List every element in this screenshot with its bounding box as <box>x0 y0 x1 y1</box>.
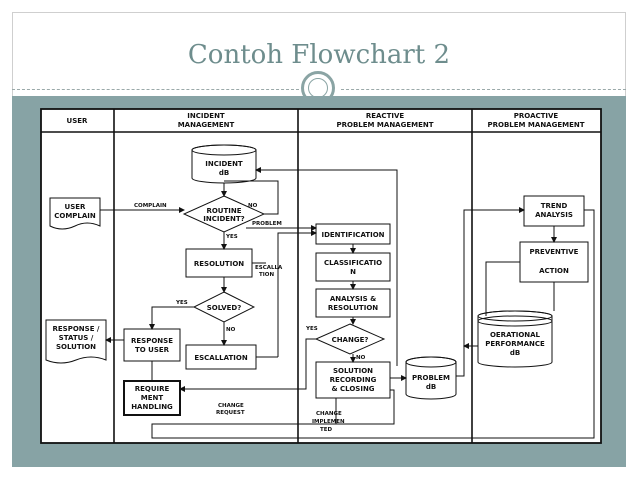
node-routine-line1: ROUTINE <box>206 207 241 215</box>
node-solution-line1: SOLUTION <box>333 367 373 375</box>
title-rule-right <box>341 89 626 90</box>
node-trend-line1: TREND <box>541 202 568 210</box>
node-classification-line1: CLASSIFICATIO <box>324 259 382 267</box>
node-classification-line2: N <box>350 268 356 276</box>
node-resolution: RESOLUTION <box>194 260 244 268</box>
change-shape <box>314 323 386 355</box>
lane-proactive-line1: PROACTIVE <box>514 112 559 120</box>
edge-change-impl-line2: IMPLEMEN <box>312 419 345 425</box>
node-change: CHANGE? <box>332 336 369 344</box>
node-preventive-line1: PREVENTIVE <box>530 248 579 256</box>
response-status-shape <box>45 319 107 364</box>
lane-proactive-line2: PROBLEM MANAGEMENT <box>487 121 584 129</box>
node-incident-db-line1: INCIDENT <box>205 160 243 168</box>
diagram-outer-frame <box>40 108 602 444</box>
edge-change-request-line1: CHANGE <box>218 403 244 409</box>
edge-change-impl-line1: CHANGE <box>316 411 342 417</box>
node-problem-db-line2: dB <box>426 383 436 391</box>
lane-incident-line1: INCIDENT <box>187 112 225 120</box>
edge-yes-change: YES <box>305 326 318 332</box>
edge-no-routine: NO <box>248 203 258 209</box>
edge-no-solved: NO <box>226 327 236 333</box>
node-routine-line2: INCIDENT? <box>203 215 245 223</box>
lane-reactive-line1: REACTIVE <box>366 112 405 120</box>
flowchart: USER INCIDENT MANAGEMENT REACTIVE PROBLE… <box>40 108 602 444</box>
user-complain-shape <box>49 197 101 230</box>
node-response-user-line1: RESPONSE <box>131 337 173 345</box>
edge-escalation-line2: TION <box>259 272 274 278</box>
node-solved: SOLVED? <box>207 304 242 312</box>
edge-no-change: NO <box>356 355 366 361</box>
lane-incident-line2: MANAGEMENT <box>178 121 235 129</box>
node-incident-db-line2: dB <box>219 169 229 177</box>
node-requirement-line1: REQUIRE <box>135 385 170 393</box>
node-response-status-line2: STATUS / <box>59 334 94 342</box>
node-operational-line1: OERATIONAL <box>490 331 541 339</box>
edge-change-impl-line3: TED <box>320 427 333 433</box>
edge-complain: COMPLAIN <box>134 203 167 209</box>
node-problem-db-line1: PROBLEM <box>412 374 450 382</box>
node-response-status-line3: SOLUTION <box>56 343 96 351</box>
node-identification: IDENTIFICATION <box>321 231 384 239</box>
node-operational-line3: dB <box>510 349 520 357</box>
node-requirement-line2: MENT <box>141 394 164 402</box>
node-solution-line2: RECORDING <box>330 376 377 384</box>
node-requirement-line3: HANDLING <box>131 403 173 411</box>
lane-user: USER <box>67 117 89 125</box>
node-response-user-line2: TO USER <box>135 346 170 354</box>
edge-yes-solved: YES <box>175 300 188 306</box>
node-solution-line3: & CLOSING <box>331 385 374 393</box>
edge-yes-routine: YES <box>225 234 238 240</box>
node-analysis-line2: RESOLUTION <box>328 304 378 312</box>
edge-problem: PROBLEM <box>252 221 282 227</box>
node-preventive-line2: ACTION <box>539 267 569 275</box>
node-response-status-line1: RESPONSE / <box>53 325 100 333</box>
node-analysis-line1: ANALYSIS & <box>330 295 376 303</box>
edge-change-request-line2: REQUEST <box>216 410 245 416</box>
node-escallation: ESCALLATION <box>194 354 248 362</box>
slide-title: Contoh Flowchart 2 <box>187 40 451 70</box>
node-user-complain-line2: COMPLAIN <box>54 212 96 220</box>
title-rule-left <box>12 89 299 90</box>
edge-escalation-line1: ESCALLA <box>255 265 283 271</box>
node-trend-line2: ANALYSIS <box>535 211 573 219</box>
node-operational-line2: PERFORMANCE <box>485 340 545 348</box>
node-user-complain-line1: USER <box>65 203 87 211</box>
lane-reactive-line2: PROBLEM MANAGEMENT <box>336 121 433 129</box>
